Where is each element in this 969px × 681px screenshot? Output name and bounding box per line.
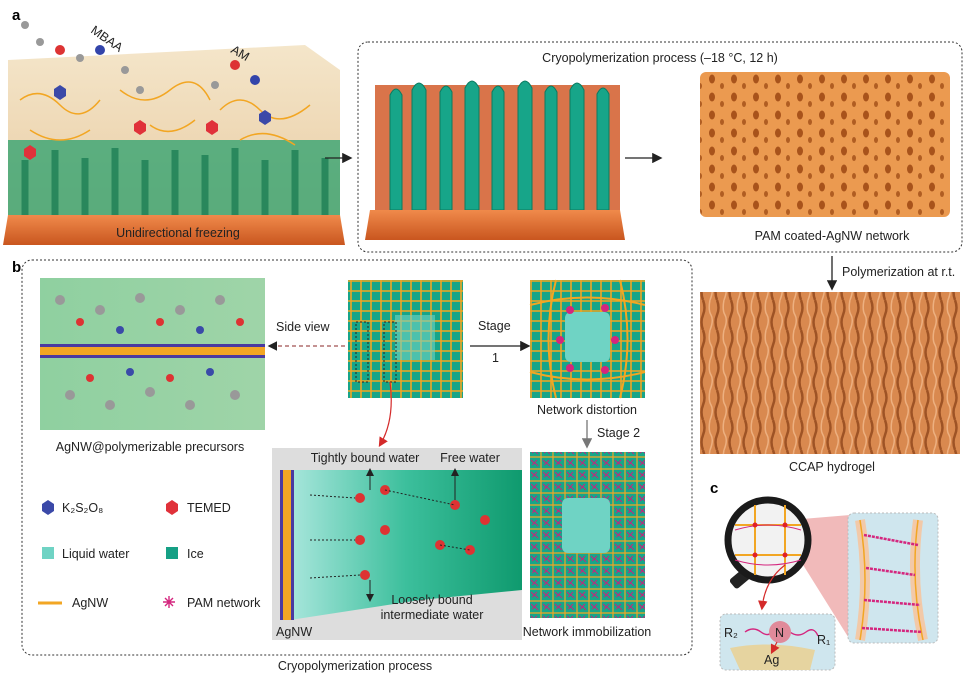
ag-label: Ag	[764, 653, 779, 667]
k2s2o8-icon	[42, 500, 54, 515]
panel-label-b: b	[12, 259, 21, 276]
free-water-label: Free water	[440, 451, 500, 465]
magnifier-illustration	[724, 496, 850, 640]
panel-label-a: a	[12, 7, 21, 24]
legend-ice: Ice	[187, 547, 204, 561]
unidirectional-freezing-label: Unidirectional freezing	[116, 226, 240, 240]
network-immobilization-label: Network immobilization	[523, 625, 652, 639]
stage2-label: Stage 2	[597, 426, 640, 440]
liquid-water-icon	[42, 547, 54, 559]
ice-icon	[166, 547, 178, 559]
polymerization-label: Polymerization at r.t.	[842, 265, 955, 279]
precursor-block-illustration	[3, 21, 345, 245]
ladder-network-illustration	[847, 512, 939, 644]
cryopolymerization-title: Cryopolymerization process (–18 °C, 12 h…	[542, 51, 778, 65]
agnw-precursors-label: AgNW@polymerizable precursors	[56, 440, 244, 454]
loosely-bound-label-2: intermediate water	[381, 608, 484, 622]
agnw-side-label: AgNW	[276, 625, 312, 639]
n-label: N	[775, 626, 784, 640]
panel-b-box	[21, 259, 693, 656]
mbaa-label: MBAA	[88, 23, 126, 55]
pam-agnw-network-illustration	[700, 72, 950, 217]
cryopolymerization-box	[357, 41, 963, 253]
ag-n-binding-illustration	[719, 613, 836, 671]
legend-agnw: AgNW	[72, 596, 108, 610]
temed-icon	[166, 500, 178, 515]
legend-pam-network: PAM network	[187, 596, 261, 610]
stage1-label: Stage	[478, 319, 511, 333]
legend: K₂S₂O₈ TEMED Liquid water Ice AgNW PAM n…	[38, 500, 261, 610]
network-immobilization-illustration	[530, 452, 645, 618]
r1-label: R₁	[817, 633, 830, 647]
pam-coated-agnw-network-label: PAM coated-AgNW network	[755, 229, 910, 243]
legend-liquid-water: Liquid water	[62, 547, 129, 561]
loosely-bound-label-1: Loosely bound	[391, 593, 472, 607]
water-states-illustration	[272, 448, 522, 640]
ccap-hydrogel-illustration	[700, 292, 960, 454]
network-distortion-label: Network distortion	[537, 403, 637, 417]
ice-grid-illustration	[348, 280, 463, 398]
legend-temed: TEMED	[187, 501, 231, 515]
ccap-hydrogel-label: CCAP hydrogel	[789, 460, 875, 474]
side-view-label: Side view	[276, 320, 330, 334]
panel-b-caption: Cryopolymerization process	[278, 659, 432, 673]
tightly-bound-water-label: Tightly bound water	[311, 451, 420, 465]
zoom-arrow	[378, 381, 392, 448]
legend-k2s2o8: K₂S₂O₈	[62, 501, 103, 515]
agnw-precursor-illustration	[40, 278, 265, 430]
pam-network-icon	[163, 596, 175, 608]
ice-columns-illustration	[365, 80, 625, 240]
r2-label: R₂	[724, 626, 738, 640]
stage1-number: 1	[492, 351, 499, 365]
panel-label-c: c	[710, 480, 718, 497]
network-distortion-illustration	[529, 279, 646, 399]
